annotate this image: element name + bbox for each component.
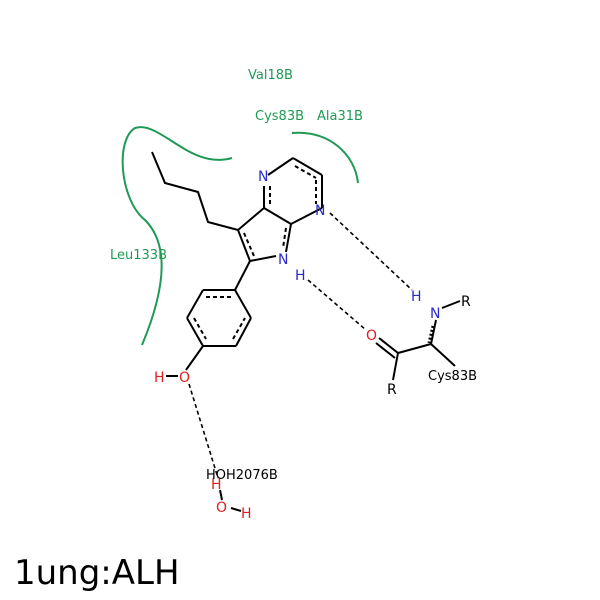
phenol-ring [185,260,252,371]
pyrazine-ring [263,157,323,225]
residue-ala31: Ala31B [317,109,363,124]
leu133-contact-arc [121,126,233,346]
water-bonds [219,489,242,512]
hbond-phenol-to-water [188,383,219,479]
water-hydrogen-right: H [241,506,252,522]
ring-nitrogen-right: N [315,203,325,219]
butyl-chain [151,151,239,231]
water-oxygen: O [216,500,227,516]
residue-cys83-top: Cys83B [255,109,304,124]
ring-nitrogen-top: N [258,169,268,185]
hydrogen-bonds [188,212,413,479]
hbond-n-to-backbone-h [329,212,413,291]
residue-val18: Val18B [248,68,293,83]
residue-cys83-bottom: Cys83B [428,369,477,384]
cys83-contact-arc [291,131,359,184]
pyrrole-ring [237,207,292,262]
hbond-nh-to-carbonyl-o [307,279,367,331]
pdb-ligand-caption: 1ung:ALH [14,553,180,593]
phenol-hydrogen: H [154,370,165,386]
pyrrole-hydrogen: H [295,268,306,284]
carbonyl-oxygen: O [366,328,377,344]
residue-leu133: Leu133B [110,248,167,263]
backbone-hydrogen: H [411,289,422,305]
backbone-nitrogen: N [430,306,440,322]
cys83-backbone [375,300,461,381]
backbone-r-group: R [461,294,471,310]
water-label: HOH2076B [206,468,278,483]
phenol-oxygen: O [179,370,190,386]
pyrrole-nitrogen: N [278,252,288,268]
water-hydrogen-top: H [211,477,222,493]
carbonyl-r-group: R [387,382,397,398]
